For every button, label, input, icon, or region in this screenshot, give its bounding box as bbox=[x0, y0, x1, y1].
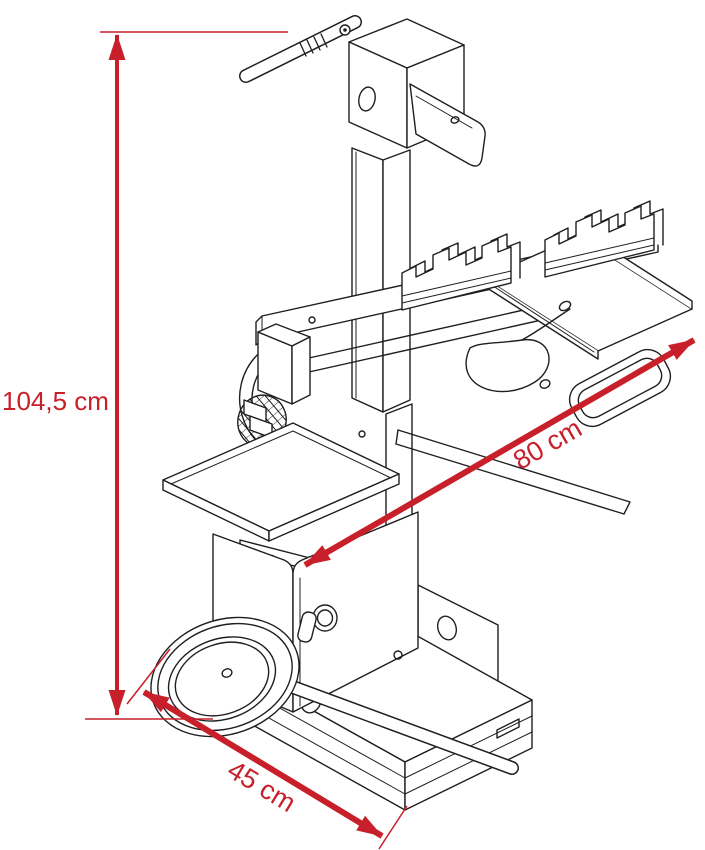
control-knob bbox=[297, 604, 338, 643]
mast-hole bbox=[358, 86, 376, 112]
ram-bracket bbox=[409, 83, 486, 167]
extension-line-right bbox=[378, 805, 408, 850]
height-dimension-label: 104,5 cm bbox=[2, 386, 109, 416]
thread-detail bbox=[299, 33, 328, 57]
log-clamp-left bbox=[401, 233, 521, 311]
base-slot bbox=[496, 718, 520, 739]
log-clamp-right bbox=[544, 200, 664, 278]
width-dimension-arrow bbox=[142, 689, 384, 839]
depth-dimension-arrow bbox=[303, 337, 696, 568]
transport-handle bbox=[239, 15, 362, 83]
extension-line-left bbox=[126, 648, 171, 705]
wheel-hub bbox=[221, 668, 233, 678]
log-splitter-machine bbox=[150, 15, 693, 811]
